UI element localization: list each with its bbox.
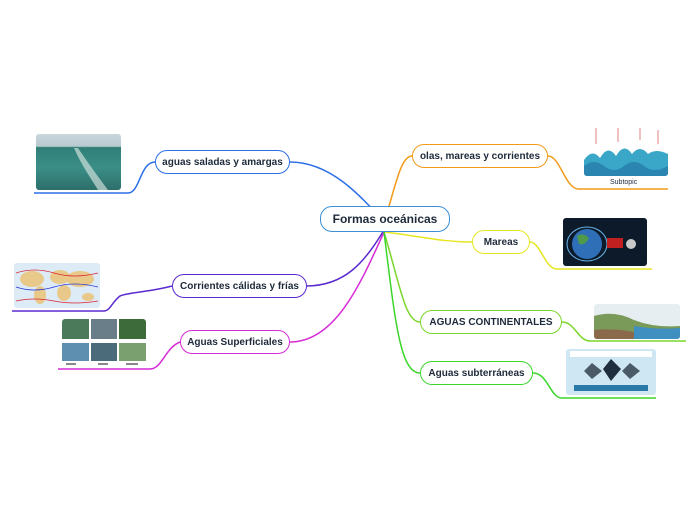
connector-superficiales: [289, 231, 385, 343]
topic-olas[interactable]: olas, mareas y corrientes: [412, 144, 548, 168]
connector-corrientes-image: [103, 285, 173, 312]
central-topic[interactable]: Formas oceánicas: [320, 206, 450, 232]
connector-continentales-image: [561, 321, 591, 342]
sea-water-image: [36, 134, 121, 190]
connector-superficiales-image: [149, 341, 181, 370]
topic-aguas-saladas[interactable]: aguas saladas y amargas: [155, 150, 290, 174]
olas-image-caption: Subtopic: [610, 179, 638, 186]
groundwater-image: [566, 349, 656, 395]
topic-subterraneas[interactable]: Aguas subterráneas: [420, 361, 533, 385]
surface-waters-collage: [62, 319, 146, 367]
waves-diagram-image: [584, 124, 668, 176]
connector-subterraneas-image: [532, 372, 563, 399]
connector-mareas: [383, 231, 473, 243]
topic-superficiales[interactable]: Aguas Superficiales: [180, 330, 290, 354]
topic-continentales[interactable]: AGUAS CONTINENTALES: [420, 310, 562, 334]
tides-earth-moon-image: [563, 218, 647, 266]
world-currents-map: [14, 263, 100, 308]
topic-mareas[interactable]: Mareas: [472, 230, 530, 254]
connector-aguas-saladas-image: [127, 161, 156, 194]
connector-corrientes: [305, 229, 385, 287]
connector-continentales: [383, 231, 421, 323]
topic-corrientes[interactable]: Corrientes cálidas y frías: [172, 274, 307, 298]
connector-mareas-image: [529, 241, 557, 270]
continental-waters-image: [594, 304, 680, 339]
connector-subterraneas: [383, 231, 421, 374]
connector-olas-image: [547, 155, 579, 190]
